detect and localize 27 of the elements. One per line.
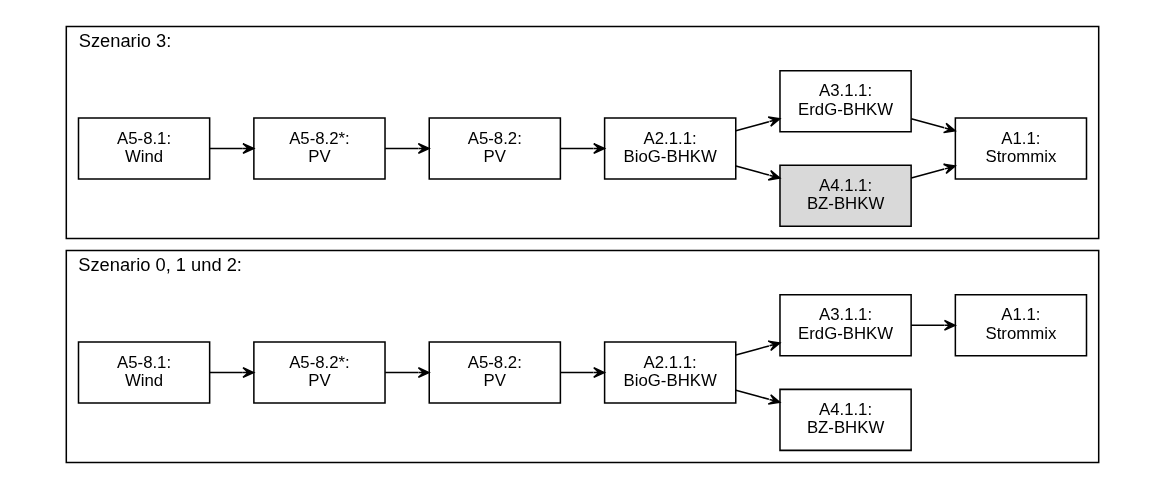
node-box: A4.1.1: BZ-BHKW	[778, 388, 912, 452]
arrow	[559, 367, 605, 379]
arrow	[559, 142, 605, 154]
arrow	[734, 340, 781, 356]
node-box: A5-8.2*: PV	[252, 341, 386, 404]
node-box: A3.1.1: ErdG-BHKW	[778, 69, 912, 133]
node-box: A2.1.1: BioG-BHKW	[603, 117, 736, 180]
arrow	[383, 142, 430, 154]
arrow	[383, 367, 430, 379]
arrow	[734, 389, 781, 405]
node-box: A1.1: Strommix	[954, 117, 1087, 180]
arrow	[910, 118, 956, 134]
arrow	[910, 163, 956, 179]
node-box: A1.1: Strommix	[954, 294, 1087, 357]
node-box: A2.1.1: BioG-BHKW	[603, 341, 736, 404]
node-box: A5-8.2*: PV	[252, 117, 386, 180]
arrow	[208, 142, 254, 154]
arrow	[734, 116, 781, 132]
node-box: A5-8.1: Wind	[77, 341, 210, 404]
node-box: A4.1.1: BZ-BHKW	[778, 164, 912, 227]
node-box: A5-8.1: Wind	[77, 117, 210, 180]
node-box: A5-8.2: PV	[428, 341, 561, 404]
node-box: A5-8.2: PV	[428, 117, 561, 180]
arrow	[910, 319, 956, 331]
arrow	[208, 367, 254, 379]
node-box: A3.1.1: ErdG-BHKW	[778, 294, 912, 357]
arrow	[734, 165, 781, 181]
